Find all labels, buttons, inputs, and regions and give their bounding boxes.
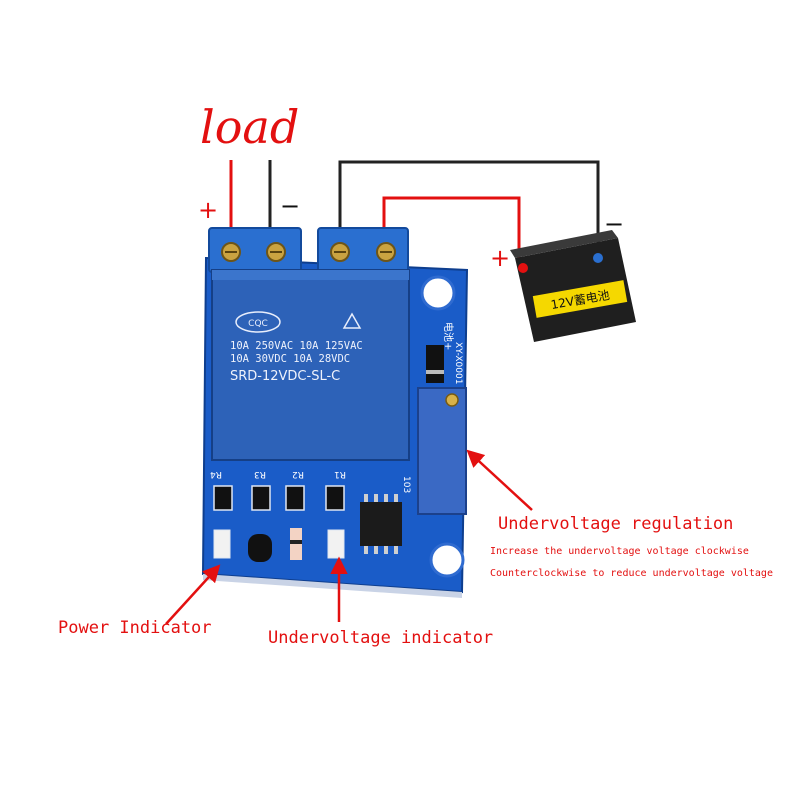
relay-cert-text: CQC — [248, 319, 268, 329]
adjust-screw-icon[interactable] — [445, 393, 459, 407]
relay-rating-line-1: 10A 250VAC 10A 125VAC — [230, 340, 363, 352]
warning-triangle-icon — [342, 312, 362, 329]
arrow-undervoltage-regulation — [466, 449, 533, 511]
increase-note: Increase the undervoltage voltage clockw… — [490, 546, 749, 557]
battery-12v: 12V蓄电池 — [510, 230, 636, 342]
potentiometer: 103 — [401, 387, 467, 515]
annotation-arrows — [165, 449, 533, 625]
battery-terminal-block — [317, 227, 409, 273]
mounting-hole — [420, 275, 456, 311]
decrease-note: Counterclockwise to reduce undervoltage … — [490, 568, 773, 579]
smd-resistors — [213, 485, 345, 511]
battery-plus-label: + — [490, 244, 511, 272]
mounting-hole — [429, 542, 465, 578]
relay-model: SRD-12VDC-SL-C — [230, 369, 340, 384]
board-code: XY-X0001 — [453, 342, 463, 384]
pot-code: 103 — [401, 476, 411, 493]
battery-positive-wire — [382, 196, 521, 258]
resistor-label: R1 — [334, 469, 346, 479]
load-terminal-block — [208, 227, 302, 273]
battery-plus-silkscreen: 电池+ — [442, 322, 455, 350]
power-indicator-label: Power Indicator — [58, 618, 212, 638]
undervoltage-led — [327, 529, 345, 559]
resistor-label: R4 — [210, 469, 222, 479]
wires — [229, 160, 600, 258]
undervoltage-indicator-label: Undervoltage indicator — [268, 628, 494, 648]
arrow-power-indicator — [165, 564, 221, 625]
battery-negative-terminal — [593, 253, 603, 263]
battery-top — [510, 230, 618, 258]
undervoltage-regulation-label: Undervoltage regulation — [498, 514, 734, 534]
ic-chip — [360, 494, 402, 554]
battery-minus-label: − — [604, 210, 625, 238]
relay-rating-line-2: 10A 30VDC 10A 28VDC — [230, 353, 350, 365]
relay: CQC 10A 250VAC 10A 125VAC 10A 30VDC 10A … — [211, 269, 410, 461]
battery-positive-terminal — [518, 263, 528, 273]
load-label: load — [200, 100, 300, 154]
transistor — [248, 534, 272, 562]
load-minus-label: − — [280, 192, 301, 220]
load-plus-label: + — [198, 196, 219, 224]
resistor-label: R2 — [292, 469, 304, 479]
battery-negative-wire — [338, 160, 600, 245]
battery-sticker — [532, 280, 628, 318]
diode — [426, 345, 444, 383]
cqc-logo — [235, 311, 281, 333]
power-led — [213, 529, 231, 559]
resistor-label: R3 — [254, 469, 266, 479]
relay-module-board: CQC 10A 250VAC 10A 125VAC 10A 30VDC 10A … — [201, 227, 469, 598]
pcb-edge — [203, 574, 462, 598]
